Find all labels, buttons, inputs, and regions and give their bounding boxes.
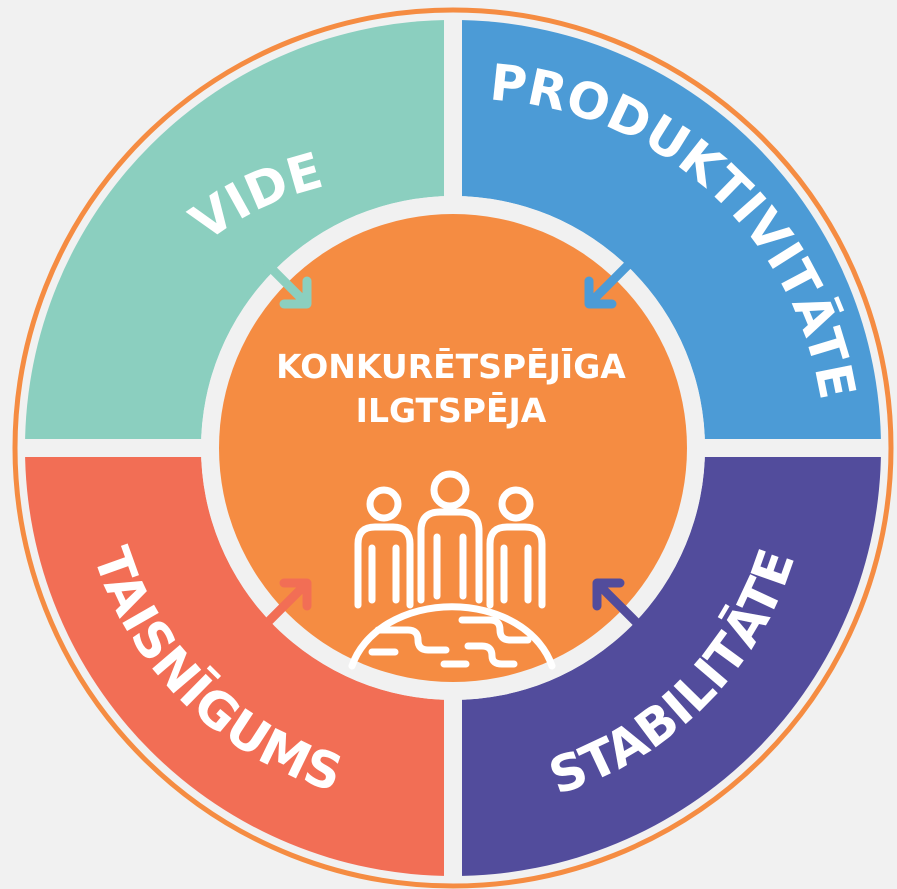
arrow-stabilitate-icon xyxy=(592,578,641,627)
outer-ring xyxy=(12,7,894,889)
center-title-line2: ILGTSPĒJA xyxy=(356,391,547,430)
center-title-line1: KONKURĒTSPĒJĪGA xyxy=(276,347,626,386)
arrow-taisnigums-icon xyxy=(263,578,312,627)
people-on-globe-icon xyxy=(348,470,556,670)
arrow-vide-icon xyxy=(263,260,312,309)
arrow-produktivitate-icon xyxy=(584,260,633,309)
center-disc xyxy=(219,214,687,682)
